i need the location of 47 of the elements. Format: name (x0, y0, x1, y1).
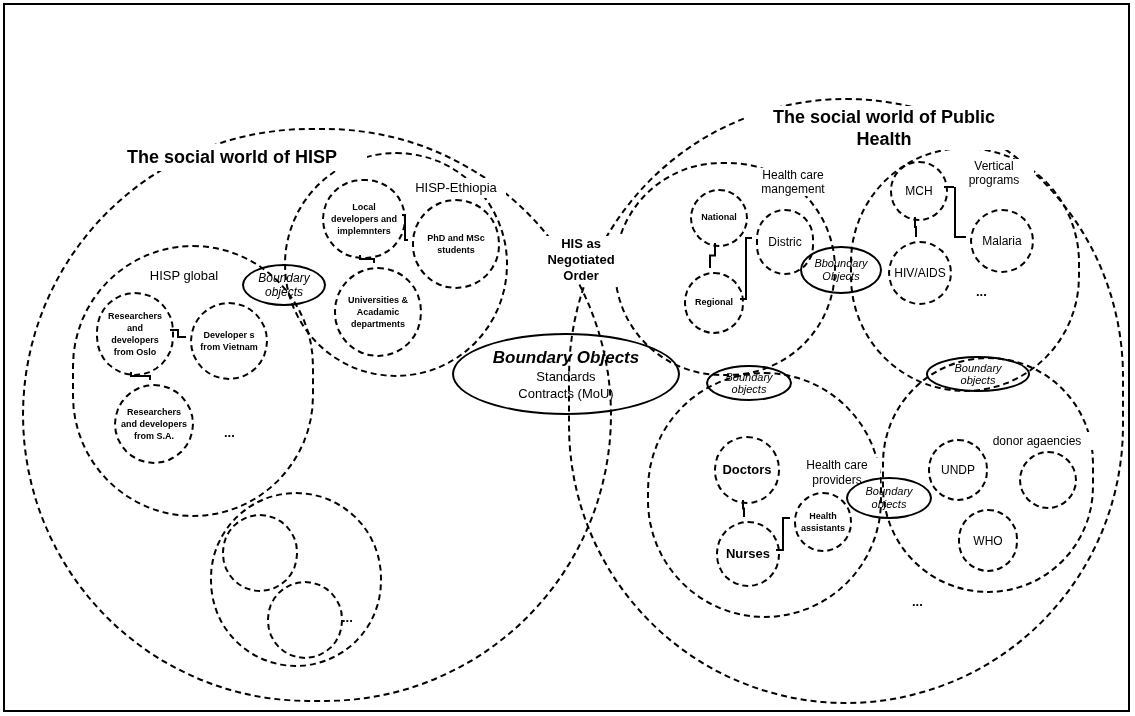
circle-heading: Health care providers (806, 458, 868, 487)
connector-line (401, 214, 409, 241)
connector-line (914, 216, 917, 238)
circle-label: Universities & Acadamic departments (347, 294, 409, 330)
boundary-object-ellipse (926, 356, 1030, 392)
ellipse-title: Boundary Objects (492, 346, 640, 368)
circle-label: National (701, 211, 737, 225)
connector-line (169, 329, 187, 338)
circle-label: Doctors (722, 461, 772, 480)
circle-label: Malaria (982, 233, 1022, 250)
ellipsis-label: ... (976, 284, 987, 299)
circle-heading: Vertical programs (968, 159, 1020, 187)
connector-line (742, 499, 745, 518)
circle-label: Developer s from Vietnam (199, 329, 259, 353)
connector-line (130, 371, 151, 381)
circle-heading: The social world of HISP (126, 147, 337, 167)
circle-label: Researchers and developers from S.A. (120, 406, 188, 442)
circle-label: Nurses (725, 545, 771, 564)
circle-label: WHO (973, 532, 1003, 550)
boundary-object-ellipse (452, 333, 680, 415)
circle-label: Researchers and developers from Oslo (106, 310, 163, 358)
ellipse-label: Bboundary Objects (814, 257, 868, 283)
connector-line (943, 186, 967, 238)
ellipse-label: Boundary objects (953, 362, 1003, 386)
ellipsis-label: ... (224, 425, 235, 440)
connector-line (709, 242, 716, 269)
circle-heading: The social world of Public Health (773, 107, 995, 149)
circle-label: UNDP (941, 462, 975, 479)
circle-heading: Health care mangement (761, 168, 825, 196)
circle-label: Local developers and implemnters (330, 201, 398, 237)
circle-heading: HISP global (149, 268, 219, 283)
circle-label: Health assistants (800, 510, 846, 534)
ellipsis-label: ... (912, 594, 923, 609)
circle-label: Regional (695, 296, 733, 310)
ellipsis-label: ... (342, 610, 353, 625)
circle-label: Distric (768, 234, 802, 251)
circle-heading: HISP-Ethiopia (415, 180, 497, 195)
connector-line (775, 517, 791, 551)
connector-line (739, 237, 753, 300)
ellipse-item: Standards (536, 367, 596, 385)
circle-label: HIV/AIDS (894, 265, 946, 282)
connector-line (359, 254, 375, 264)
ellipse-item: Contracts (MoU) (518, 384, 614, 402)
circle-heading: donor agaencies (992, 434, 1082, 448)
circle-label: PhD and MSc students (426, 232, 486, 256)
circle-label: MCH (905, 183, 933, 200)
center-label: HIS as Negotiated Order (547, 236, 615, 283)
